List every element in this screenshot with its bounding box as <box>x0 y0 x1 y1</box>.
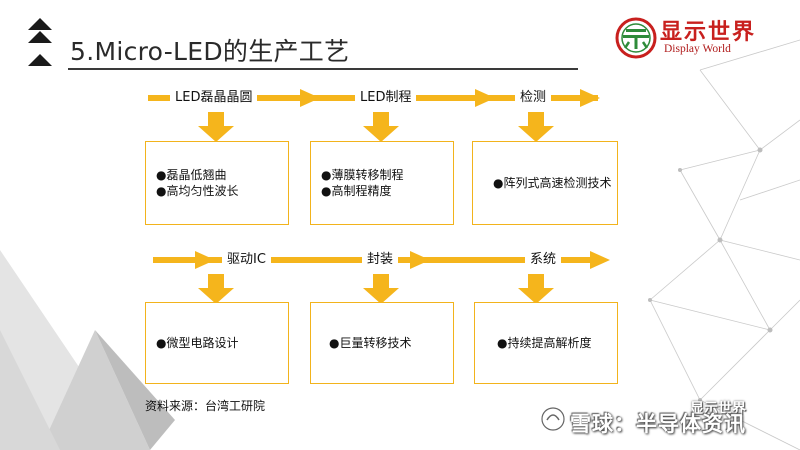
box-point: ●高制程精度 <box>321 184 392 198</box>
network-lines <box>649 39 800 450</box>
flow-label-driver-ic: 驱动IC <box>222 252 271 268</box>
flow-label-packaging: 封装 <box>362 252 399 268</box>
display-world-logo-icon <box>615 17 657 59</box>
logo-english-name: Display World <box>664 43 731 55</box>
box-led-process: ●薄膜转移制程 ●高制程精度 <box>310 141 454 225</box>
flow-label-epitaxial-wafer: LED磊晶晶圆 <box>170 90 258 106</box>
slide-title: 5.Micro-LED的生产工艺 <box>70 37 350 66</box>
box-point: ●高均匀性波长 <box>156 184 239 198</box>
snowball-logo-icon <box>541 407 565 431</box>
top-down-arrows <box>198 112 554 142</box>
box-point: ●微型电路设计 <box>156 336 239 350</box>
box-packaging: ●巨量转移技术 <box>310 302 454 384</box>
box-inspection: ●阵列式高速检测技术 <box>472 141 618 225</box>
box-epitaxial-wafer: ●磊晶低翘曲 ●高均匀性波长 <box>145 141 289 225</box>
flow-label-system: 系统 <box>525 252 562 268</box>
grey-triangles <box>0 250 175 450</box>
box-system: ●持续提高解析度 <box>474 302 618 384</box>
box-point: ●阵列式高速检测技术 <box>493 176 612 190</box>
bottom-down-arrows <box>198 274 554 304</box>
logo-chinese-name: 显示世界 <box>660 19 757 45</box>
flow-label-inspection: 检测 <box>515 90 552 106</box>
box-point: ●持续提高解析度 <box>497 336 592 350</box>
box-point: ●巨量转移技术 <box>329 336 412 350</box>
box-point: ●薄膜转移制程 <box>321 168 404 182</box>
chevron-markers <box>28 18 52 66</box>
box-driver-ic: ●微型电路设计 <box>145 302 289 384</box>
source-note: 资料来源：台湾工研院 <box>145 399 266 413</box>
watermark-secondary: 显示世界 <box>690 401 746 417</box>
watermark-main: 雪球：半导体资讯 <box>570 412 746 436</box>
flow-label-led-process: LED制程 <box>355 90 417 106</box>
network-nodes <box>648 147 773 402</box>
title-underline <box>68 68 578 70</box>
box-point: ●磊晶低翘曲 <box>156 168 227 182</box>
